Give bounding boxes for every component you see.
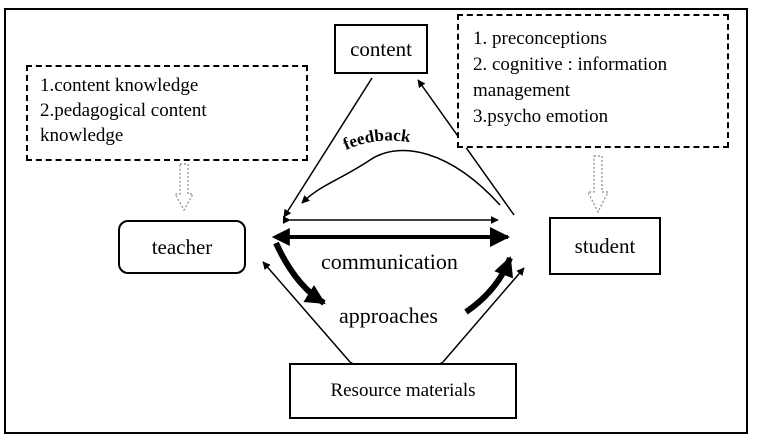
teacher-knowledge-notes: 1.content knowledge 2.pedagogical conten… (26, 65, 308, 161)
resource-materials-label: Resource materials (330, 380, 476, 401)
resource-student-arrow (435, 267, 525, 371)
student-note-line-3: management (473, 80, 571, 101)
diagram-frame (4, 8, 748, 434)
communication-label: communication (321, 249, 458, 274)
student-notes-down-arrow (587, 155, 609, 214)
teacher-note-line-3: knowledge (40, 125, 124, 146)
student-factors-notes: 1. preconceptions 2. cognitive : informa… (457, 14, 729, 148)
teacher-node-label: teacher (151, 234, 213, 259)
content-node: content (334, 24, 428, 74)
student-note-line-4: 3.psycho emotion (473, 106, 609, 127)
feedback-label-path: feedback (340, 125, 412, 153)
teacher-node: teacher (118, 220, 246, 274)
student-node: student (549, 217, 661, 275)
feedback-label: feedback (340, 125, 412, 153)
approaches-label: approaches (339, 303, 438, 328)
feedback-arc-arrow (301, 149, 501, 206)
teacher-note-line-1: 1.content knowledge (40, 75, 199, 96)
teacher-approaches-arrow (273, 241, 326, 306)
content-node-label: content (350, 36, 412, 61)
student-node-label: student (574, 233, 636, 258)
teacher-notes-down-arrow (173, 163, 195, 212)
approaches-student-arrow (464, 256, 514, 315)
content-to-teacher-arrow (283, 77, 373, 218)
resource-materials-node: Resource materials (289, 363, 517, 419)
teacher-resource-arrow (262, 261, 358, 371)
student-note-line-1: 1. preconceptions (473, 28, 608, 49)
student-note-line-2: 2. cognitive : information (473, 54, 668, 75)
teacher-note-line-2: 2.pedagogical content (40, 100, 207, 121)
